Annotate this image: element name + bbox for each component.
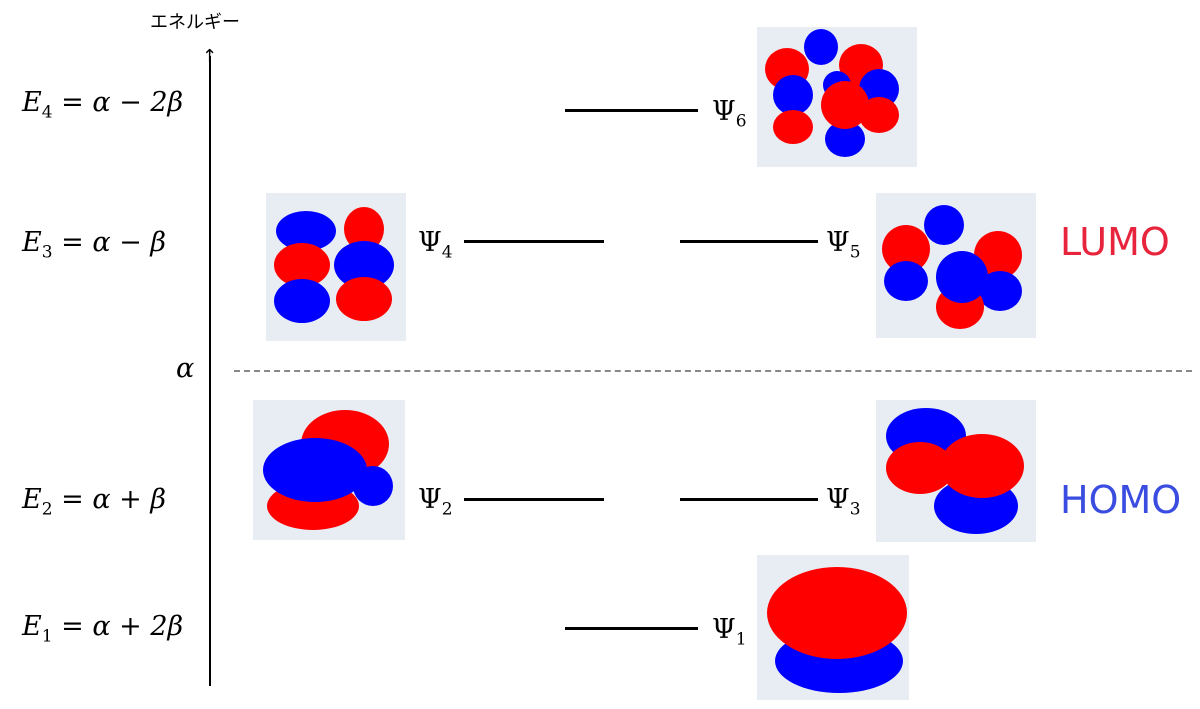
orbital-lobe-negative [263,438,367,502]
orbital-lobe-positive [859,97,899,133]
homo-label: HOMO [1060,478,1182,522]
lumo-label: LUMO [1060,220,1170,264]
energy-label-e3: E3 = α − β [22,227,166,263]
energy-label-e2: E2 = α + β [22,484,166,520]
orbital-label-psi4: Ψ4 [418,227,453,263]
orbital-lobe-negative [924,205,964,245]
orbital-lobe-positive [940,434,1024,498]
orbital-label-psi5: Ψ5 [826,227,861,263]
level-bar-psi1 [565,627,698,630]
orbital-image-psi1 [757,555,909,700]
orbital-lobe-negative [773,75,813,115]
energy-label-alpha: α [176,353,195,384]
orbital-lobe-positive [886,442,954,494]
orbital-lobe-positive [336,277,392,321]
orbital-image-psi5 [876,193,1036,338]
orbital-lobe-positive [882,225,930,273]
orbital-lobe-positive [821,81,869,129]
orbital-lobe-positive [767,567,907,659]
energy-axis-title: エネルギー [150,12,240,33]
orbital-lobe-negative [936,251,988,303]
level-bar-psi6 [565,109,698,112]
orbital-lobe-positive [773,110,813,144]
orbital-lobe-negative [859,69,899,109]
energy-axis [209,56,211,686]
level-bar-psi3 [680,498,818,501]
orbital-image-psi3 [876,400,1036,542]
level-bar-psi2 [464,498,604,501]
orbital-label-psi3: Ψ3 [826,484,861,520]
level-bar-psi4 [464,240,604,243]
orbital-label-psi6: Ψ6 [712,96,747,132]
orbital-lobe-negative [978,271,1022,311]
energy-label-e4: E4 = α − 2β [22,87,184,123]
orbital-image-psi4 [266,193,406,341]
orbital-image-psi2 [253,400,405,540]
energy-label-e1: E1 = α + 2β [22,611,184,647]
orbital-lobe-negative [334,241,394,289]
orbital-lobe-positive [274,243,330,287]
orbital-lobe-negative [274,279,330,323]
orbital-lobe-negative [276,211,336,251]
orbital-lobe-positive [344,207,384,251]
level-bar-psi5 [680,240,818,243]
orbital-lobe-negative [884,261,928,301]
orbital-lobe-negative [825,121,865,157]
orbital-label-psi2: Ψ2 [418,484,453,520]
orbital-image-psi6 [757,27,917,167]
orbital-lobe-negative [804,29,838,65]
orbital-label-psi1: Ψ1 [712,614,747,650]
alpha-reference-line [234,370,1192,372]
